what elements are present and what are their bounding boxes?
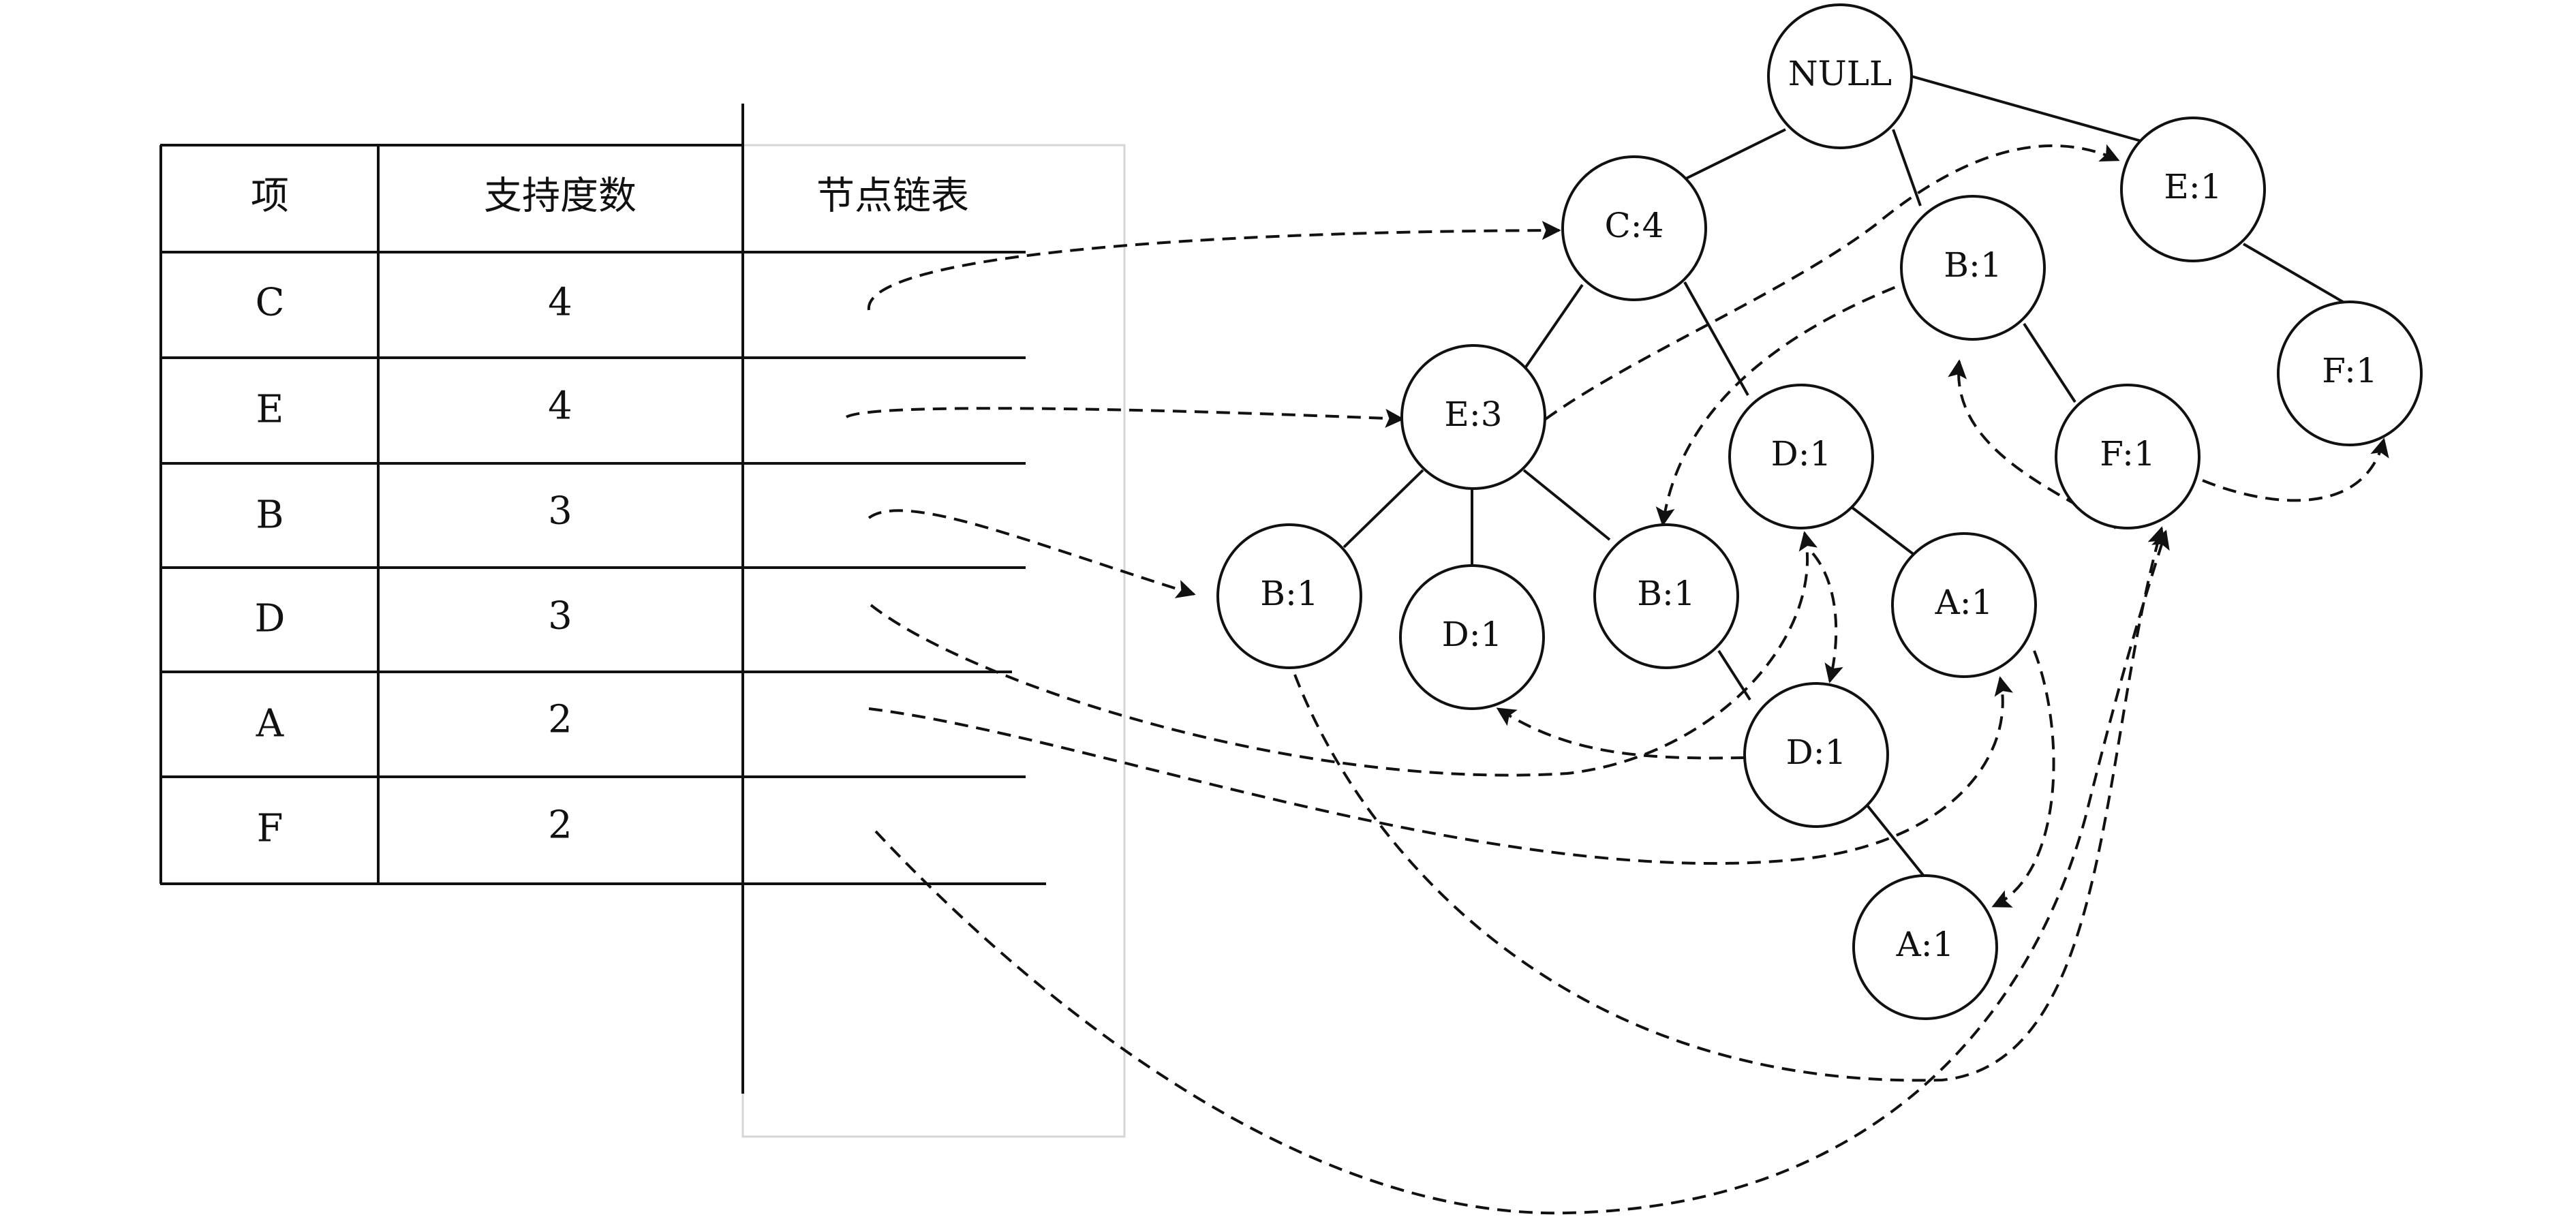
tree-edge bbox=[1683, 281, 1749, 396]
node-link-arrow bbox=[867, 221, 1561, 311]
node-label: F:1 bbox=[2322, 351, 2378, 390]
tree-edge bbox=[1866, 804, 1927, 879]
column-header-node-link: 节点链表 bbox=[816, 174, 969, 219]
tree-edge bbox=[2242, 243, 2344, 303]
node-label: A:1 bbox=[1896, 925, 1954, 964]
node-label: B:1 bbox=[1260, 574, 1318, 613]
tree-edge bbox=[1851, 506, 1916, 557]
node-link-arrow bbox=[1655, 278, 1916, 527]
tree-node: E:3 bbox=[1400, 344, 1546, 490]
tree-node: A:1 bbox=[1852, 874, 1998, 1020]
tree-edge bbox=[1343, 469, 1424, 549]
node-link-arrow bbox=[1991, 650, 2055, 908]
header-table: 项 支持度数 节点链表 C 4 E 4 B 3 D 3 A 2 F 2 bbox=[159, 104, 1126, 1138]
row-count: 2 bbox=[548, 698, 572, 742]
tree-node: B:1 bbox=[1216, 523, 1362, 669]
tree-edge bbox=[1717, 649, 1751, 701]
row-item: E bbox=[256, 388, 284, 432]
tree-edge bbox=[1524, 283, 1584, 369]
node-link-arrow bbox=[874, 529, 2170, 1215]
row-item: D bbox=[255, 597, 286, 641]
node-link-arrow bbox=[846, 407, 1405, 428]
node-link-arrow bbox=[1293, 526, 2166, 1082]
tree-edges bbox=[1343, 75, 2344, 879]
row-count: 4 bbox=[548, 384, 572, 429]
node-label: B:1 bbox=[1944, 245, 2002, 285]
node-link-arrow bbox=[2202, 437, 2389, 502]
tree-node: E:1 bbox=[2120, 117, 2266, 262]
node-label: D:1 bbox=[1786, 733, 1847, 772]
node-label: A:1 bbox=[1935, 583, 1993, 622]
row-count: 3 bbox=[548, 489, 572, 534]
tree-node: F:1 bbox=[2055, 384, 2201, 529]
tree-node: D:1 bbox=[1728, 384, 1874, 529]
tree-nodes: NULL C:4 B:1 E:1 E:3 D:1 F:1 F:1 bbox=[1216, 3, 2423, 1020]
table-frame-faint bbox=[741, 144, 1126, 1138]
tree-node-null: NULL bbox=[1767, 3, 1913, 149]
node-link-arrow bbox=[868, 676, 2014, 865]
node-link-arrow bbox=[868, 509, 1196, 598]
row-item: B bbox=[256, 493, 283, 538]
row-item: A bbox=[256, 702, 284, 746]
node-label: B:1 bbox=[1637, 574, 1695, 613]
row-count: 2 bbox=[548, 803, 572, 848]
node-label: NULL bbox=[1788, 54, 1892, 93]
node-label: C:4 bbox=[1605, 206, 1664, 245]
node-link-arrow bbox=[1544, 144, 2120, 420]
tree-edge bbox=[1522, 469, 1611, 541]
tree-edge bbox=[1684, 128, 1786, 181]
tree-edge bbox=[1911, 75, 2142, 142]
tree-node: C:4 bbox=[1561, 155, 1707, 301]
tree-node: D:1 bbox=[1743, 682, 1889, 828]
column-header-count: 支持度数 bbox=[484, 174, 637, 219]
tree-edge bbox=[2023, 322, 2076, 403]
row-item: F bbox=[257, 807, 283, 851]
tree-node: F:1 bbox=[2277, 301, 2423, 446]
node-label: D:1 bbox=[1771, 434, 1832, 474]
node-link-arrow bbox=[1811, 552, 1843, 683]
tree-node: B:1 bbox=[1593, 523, 1739, 669]
tree-node: A:1 bbox=[1891, 532, 2037, 678]
row-count: 3 bbox=[548, 594, 572, 638]
node-label: E:1 bbox=[2164, 167, 2222, 206]
node-link-arrow bbox=[1496, 707, 1745, 760]
row-item: C bbox=[256, 281, 285, 325]
row-count: 4 bbox=[548, 281, 572, 325]
node-label: E:3 bbox=[1444, 395, 1502, 434]
node-label: F:1 bbox=[2100, 434, 2156, 474]
node-link-curves bbox=[846, 144, 2389, 1215]
column-header-item: 项 bbox=[251, 174, 289, 219]
tree-node: B:1 bbox=[1900, 195, 2046, 341]
tree-edge bbox=[1892, 129, 1922, 206]
node-label: D:1 bbox=[1442, 615, 1503, 654]
tree-node: D:1 bbox=[1399, 564, 1545, 710]
